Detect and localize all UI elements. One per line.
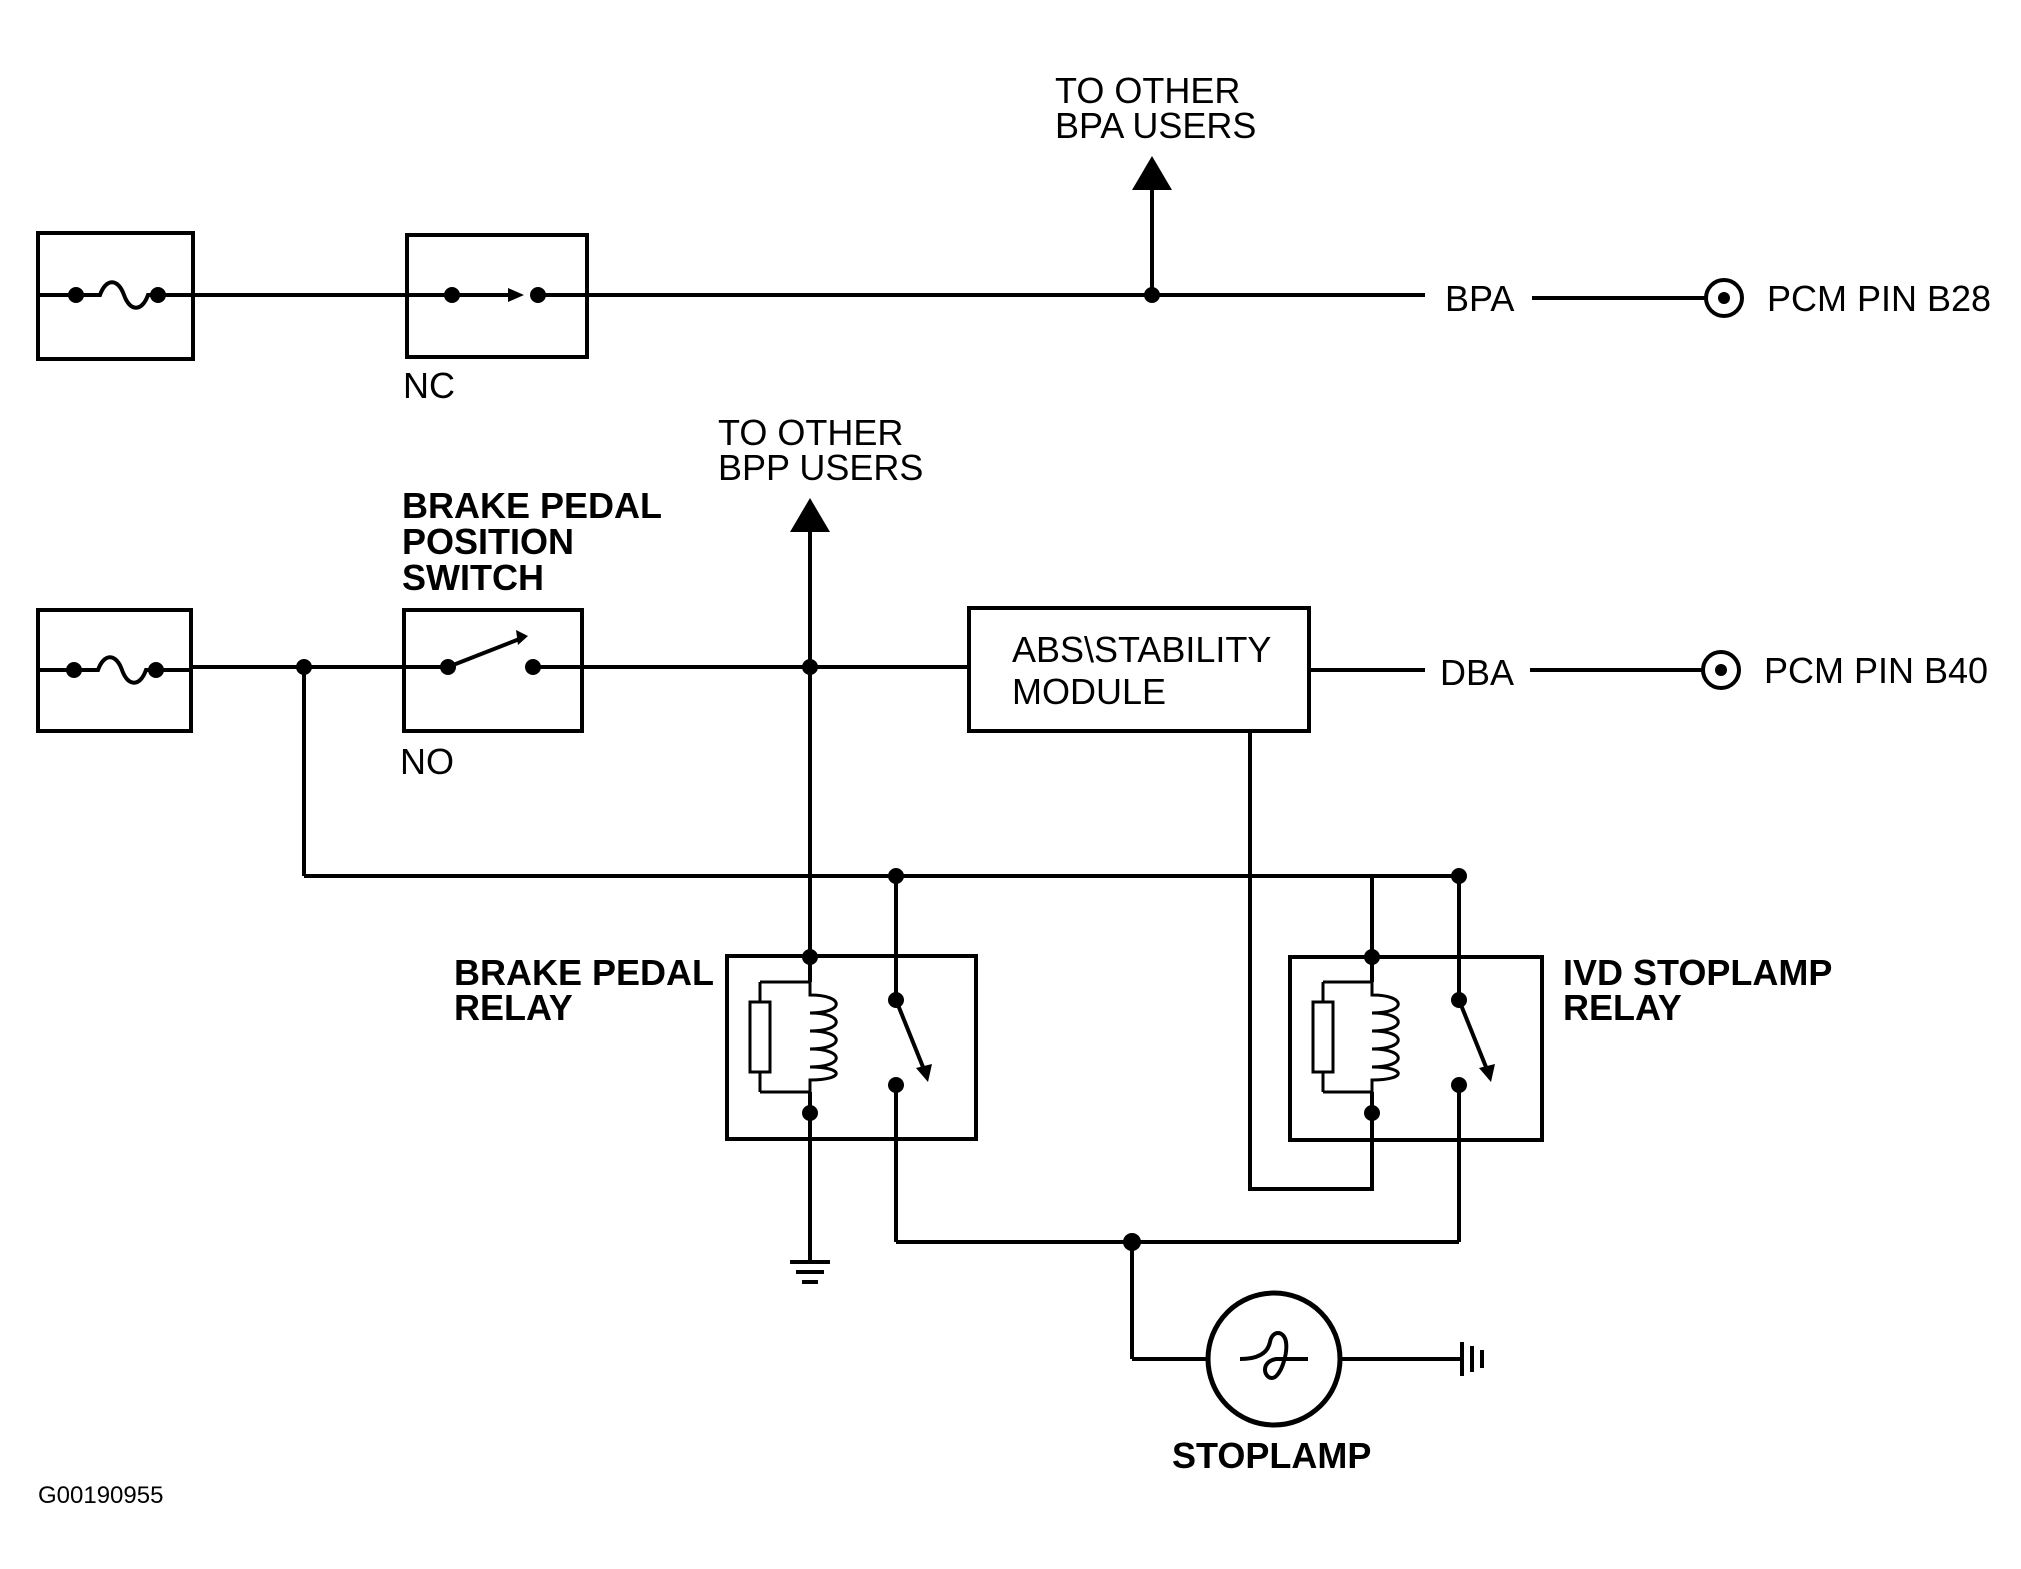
ivd-stoplamp-relay [1288,949,1544,1142]
bpa-switch-nc [405,233,589,359]
figure-code: G00190955 [38,1482,163,1509]
pcm-pin-b28-label: PCM PIN B28 [1767,278,1991,319]
dba-label: DBA [1440,652,1514,693]
wire-abs-to-ivd-coil [1248,731,1374,1191]
arrow-up-icon [790,498,830,532]
brake-pedal-relay [725,876,978,1141]
ivd-relay-label-2: RELAY [1563,987,1682,1028]
abs-stability-module [967,606,1311,733]
bpa-label: BPA [1445,278,1514,319]
brake-relay-label-2: RELAY [454,987,573,1028]
pcm-pin-b28-connector [1704,278,1744,318]
pcm-pin-b40-connector [1701,650,1741,690]
arrow-up-icon [1132,156,1172,190]
ground-icon [790,1260,830,1284]
fuse-top [36,231,195,361]
abs-module-label-2: MODULE [1012,671,1166,712]
brake-relay-label-1: BRAKE PEDAL [454,952,714,993]
bpp-switch-no [402,608,584,733]
stoplamp-bulb-icon [1205,1290,1343,1428]
to-other-bpp-label-1: TO OTHER [718,412,903,453]
bpp-switch-label-3: SWITCH [402,557,544,598]
stoplamp-label: STOPLAMP [1172,1435,1371,1476]
nc-label: NC [403,365,455,406]
chassis-ground-icon [1460,1342,1484,1376]
to-other-bpa-label-2: BPA USERS [1055,105,1256,146]
bpp-switch-label-2: POSITION [402,521,574,562]
abs-module-label-1: ABS\STABILITY [1012,629,1271,670]
bpp-switch-label-1: BRAKE PEDAL [402,485,662,526]
pcm-pin-b40-label: PCM PIN B40 [1764,650,1988,691]
ivd-relay-label-1: IVD STOPLAMP [1563,952,1832,993]
to-other-bpa-label-1: TO OTHER [1055,70,1240,111]
fuse-middle [36,608,193,733]
no-label: NO [400,741,454,782]
to-other-bpp-label-2: BPP USERS [718,447,923,488]
